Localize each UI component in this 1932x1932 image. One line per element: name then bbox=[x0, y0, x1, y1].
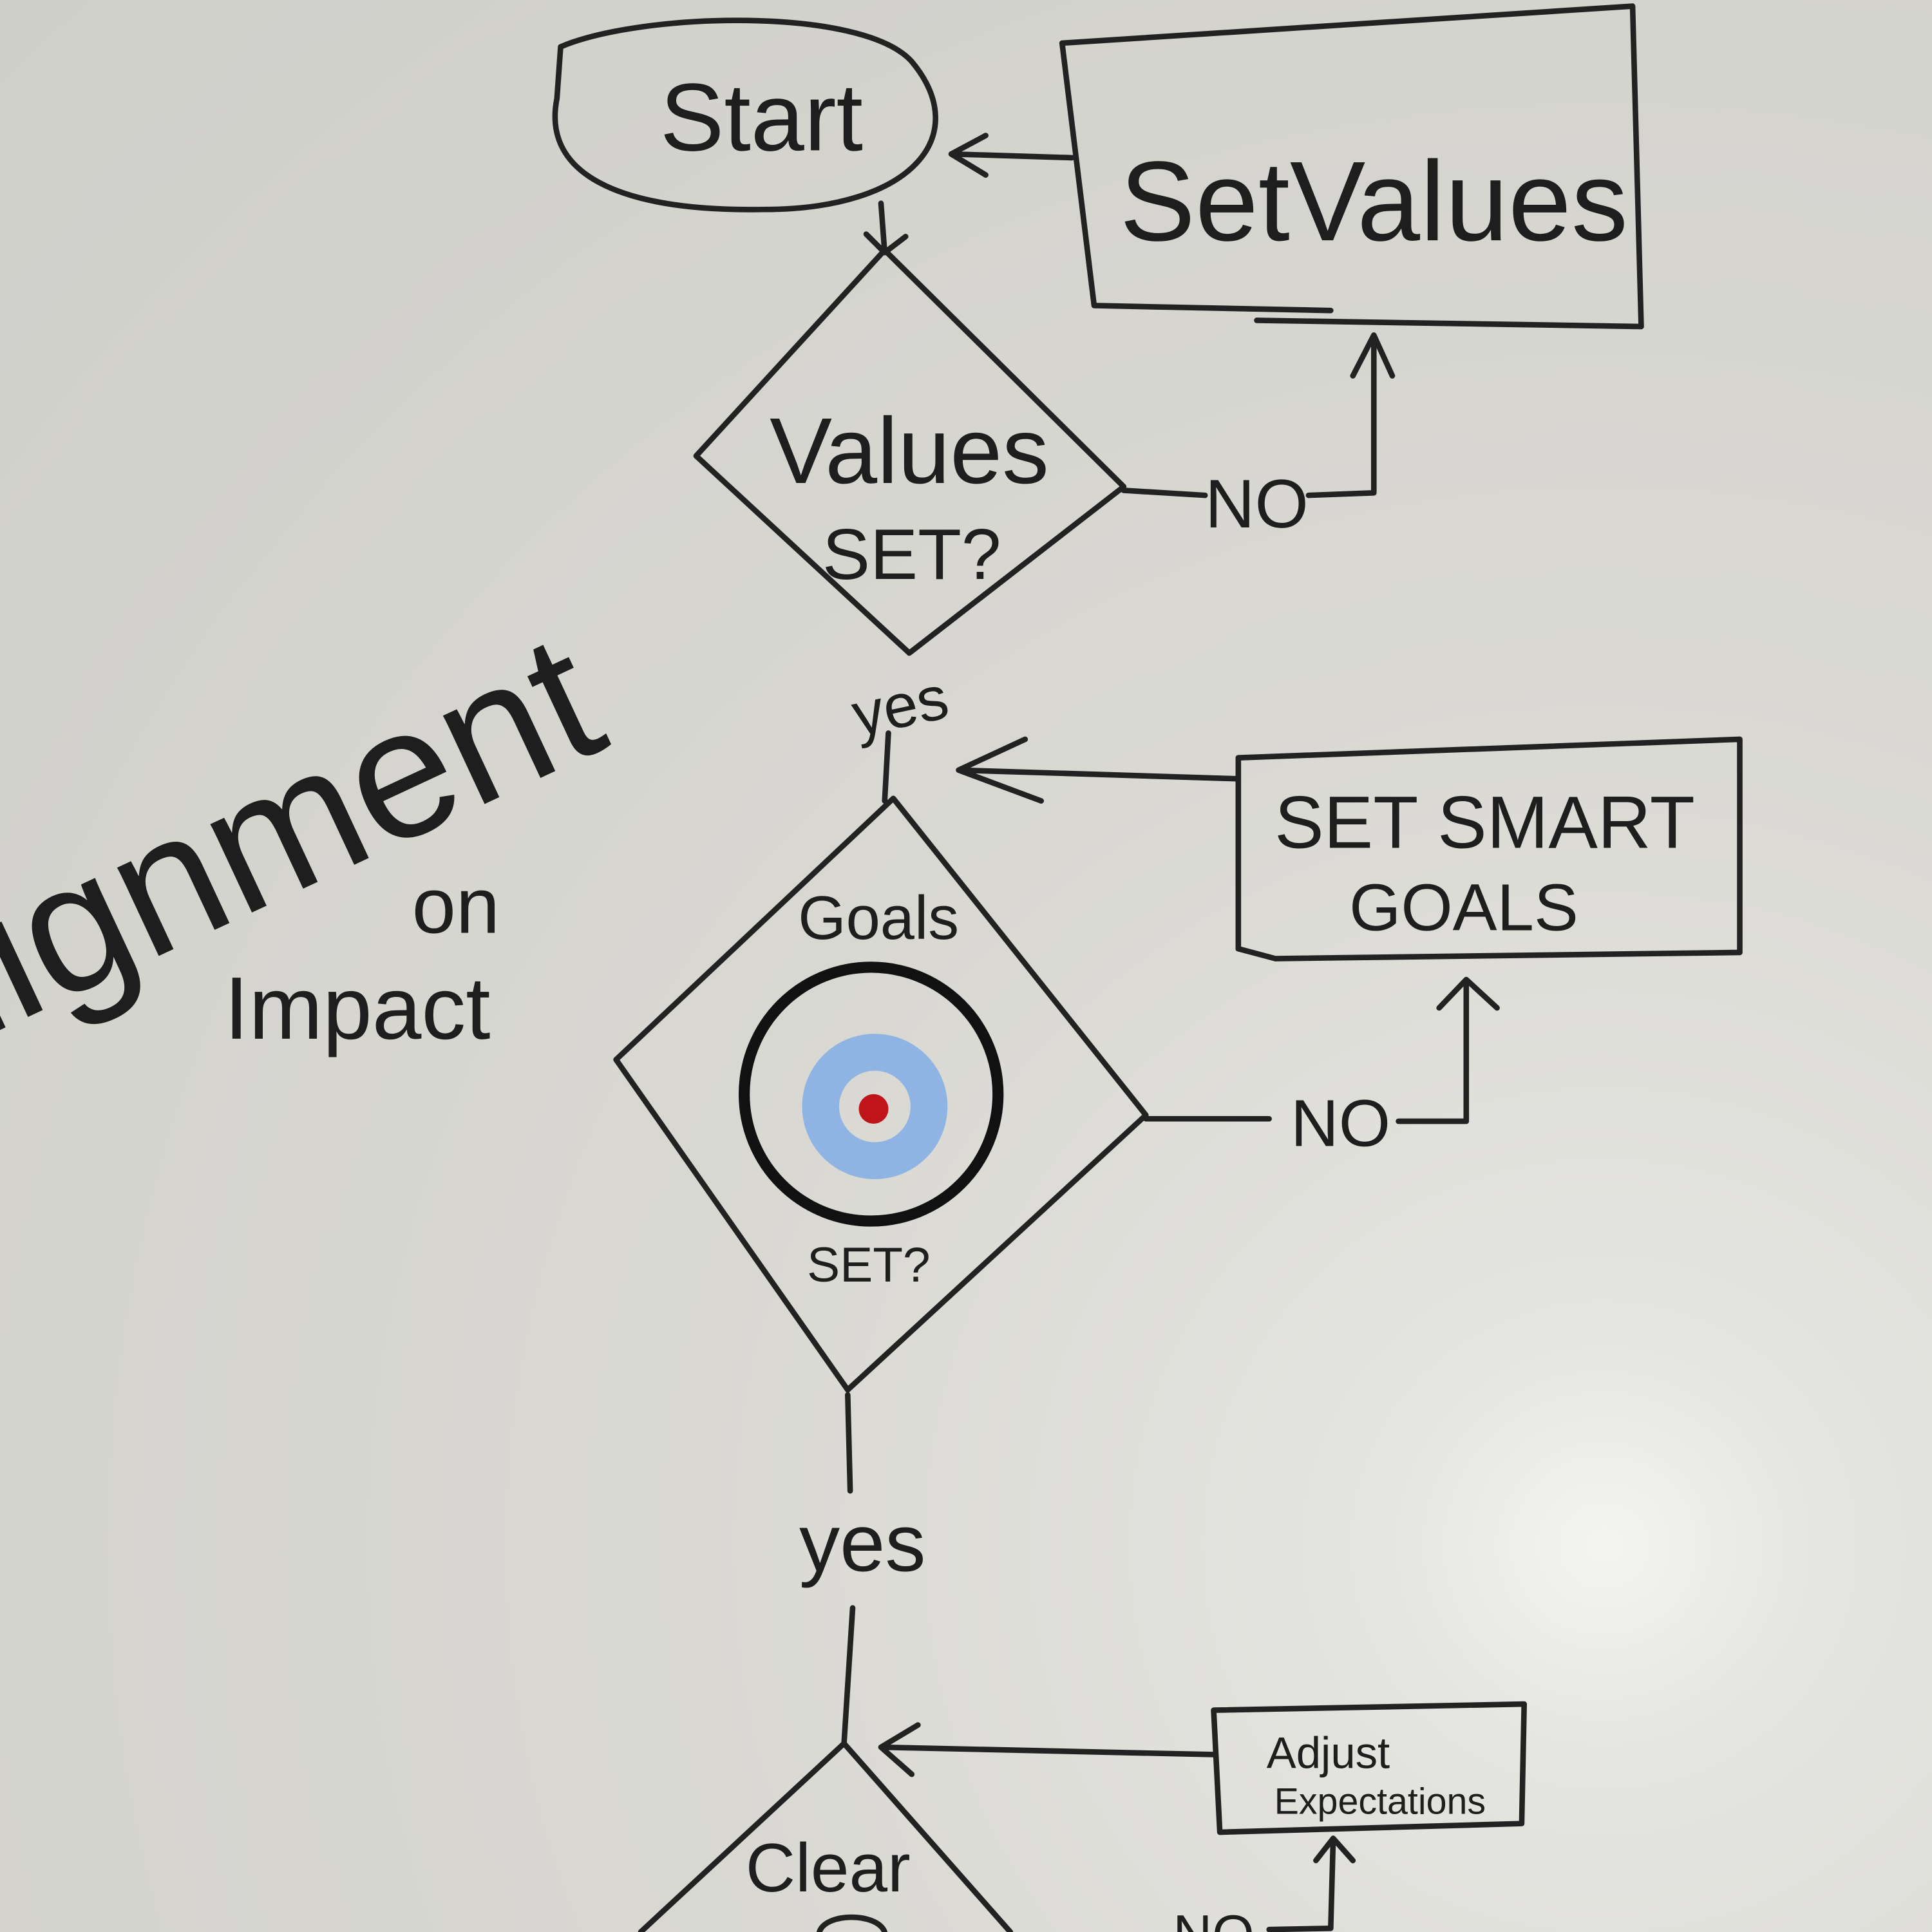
goals-yes-label: yes bbox=[799, 1497, 925, 1588]
values-set-line1: Values bbox=[770, 398, 1049, 503]
values-set-line2: SET? bbox=[822, 515, 1001, 594]
values-set-decision: Values SET? bbox=[693, 247, 1127, 656]
arrow-smartgoals-to-flow bbox=[956, 736, 1239, 804]
goals-yes-line bbox=[841, 1392, 856, 1747]
values-no-line bbox=[1121, 332, 1396, 498]
alignment-on-impact-label: Alignment on Impact bbox=[0, 592, 630, 1128]
start-node: Start bbox=[552, 17, 938, 213]
clear-label: Clear bbox=[746, 1829, 911, 1906]
adjust-expectations-line2: Expectations bbox=[1274, 1781, 1486, 1822]
goals-set-line2: SET? bbox=[807, 1238, 930, 1293]
clear-no-line bbox=[1266, 1835, 1356, 1932]
goals-no-line bbox=[1143, 976, 1500, 1124]
goals-no-label: NO bbox=[1291, 1085, 1390, 1160]
set-smart-goals-line1: SET SMART bbox=[1274, 781, 1695, 864]
target-icon bbox=[739, 961, 1004, 1227]
goals-set-line1: Goals bbox=[798, 884, 959, 952]
goals-set-decision: Goals SET? bbox=[613, 795, 1149, 1393]
set-smart-goals-line2: GOALS bbox=[1349, 870, 1578, 945]
start-label: Start bbox=[660, 63, 863, 171]
set-values-node: SetValues bbox=[1059, 3, 1644, 330]
values-yes-line bbox=[882, 730, 891, 804]
adjust-expectations-line1: Adjust bbox=[1267, 1728, 1390, 1778]
impact-text: Impact bbox=[224, 959, 490, 1058]
adjust-expectations-node: Adjust Expectations bbox=[1211, 1701, 1528, 1835]
values-yes-label: yes bbox=[846, 663, 954, 750]
set-values-label: SetValues bbox=[1120, 138, 1628, 265]
clear-decision: Clear bbox=[638, 1740, 1014, 1932]
clear-no-label: NO bbox=[1173, 1904, 1254, 1932]
values-no-label: NO bbox=[1205, 465, 1309, 542]
set-smart-goals-node: SET SMART GOALS bbox=[1235, 736, 1743, 961]
arrow-adjust-to-clear bbox=[878, 1722, 1217, 1777]
on-text: on bbox=[412, 861, 500, 949]
arrow-start-to-values bbox=[863, 200, 909, 256]
arrow-setvalues-to-start bbox=[948, 133, 1075, 178]
